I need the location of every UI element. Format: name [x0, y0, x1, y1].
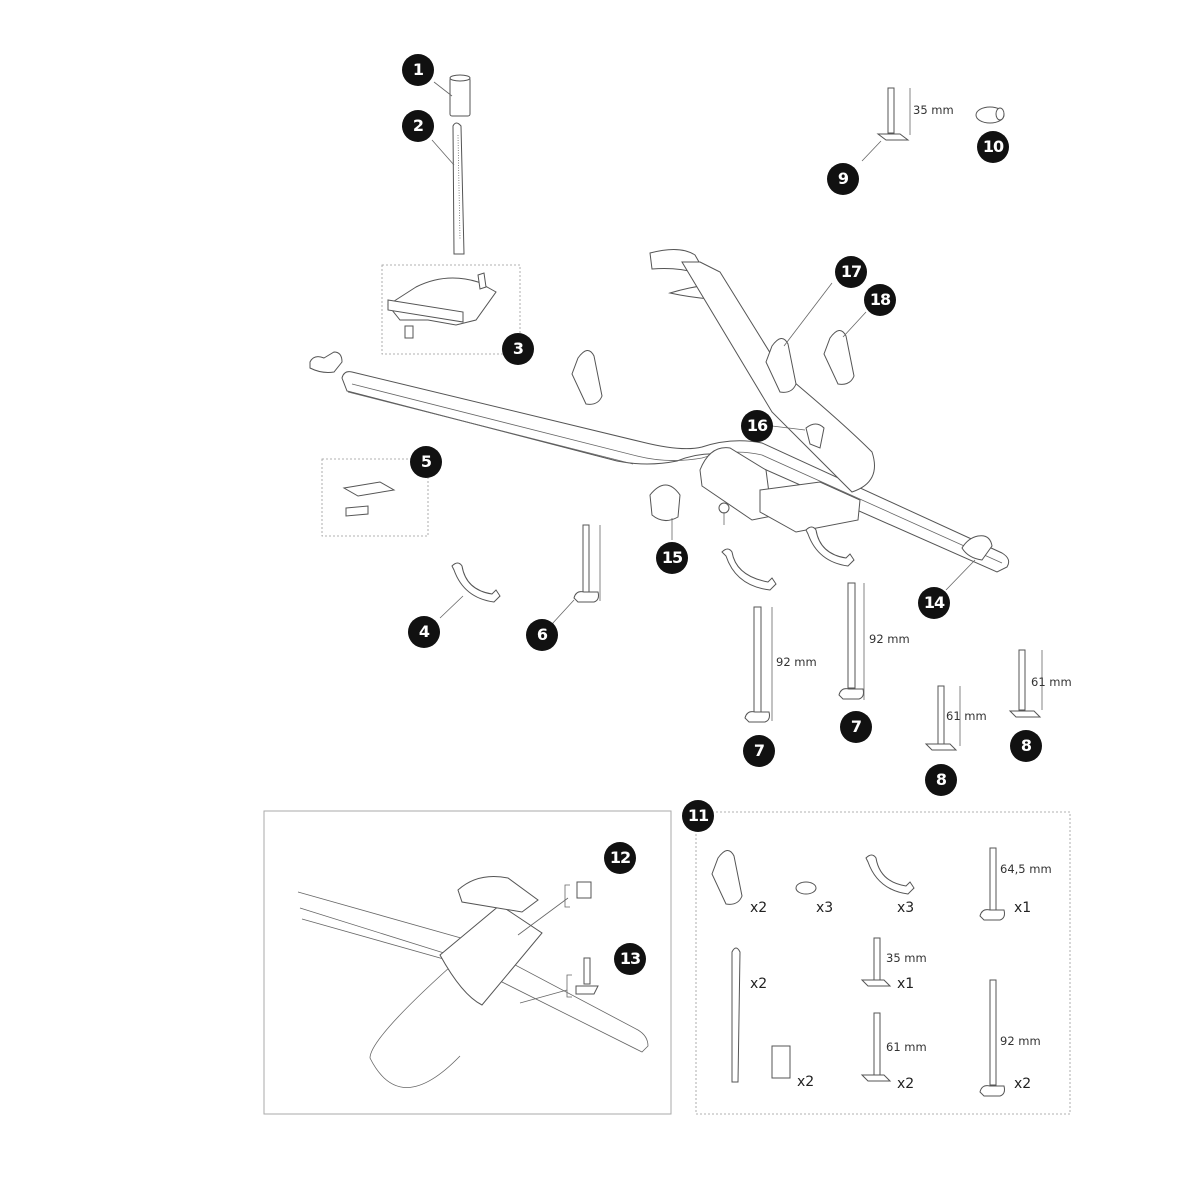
kit-sleeve — [771, 1045, 791, 1079]
kit-qty-bolt-64: x1 — [1014, 900, 1032, 916]
end-cap-left — [309, 351, 343, 373]
kit-qty-barrel-nut: x3 — [816, 900, 834, 916]
callout-8b: 8 — [1010, 730, 1042, 762]
dim-label-8a: 61 mm — [946, 709, 987, 723]
kit-bolt-64 — [979, 847, 1005, 921]
part-14-end-cap — [945, 535, 993, 591]
part-2-strap — [431, 122, 465, 255]
callout-4: 4 — [408, 616, 440, 648]
callout-3: 3 — [502, 333, 534, 365]
kit-dim-35: 35 mm — [886, 951, 927, 965]
callout-13: 13 — [614, 943, 646, 975]
part-1-sleeve — [433, 74, 471, 117]
detail-inset — [263, 810, 672, 1115]
part-5-adapter-set — [321, 458, 429, 537]
kit-arm-clamp — [711, 850, 743, 905]
kit-barrel-nut — [795, 881, 817, 895]
part-4-strap-bracket — [439, 562, 501, 619]
callout-14: 14 — [918, 587, 950, 619]
dim-label-9: 35 mm — [913, 103, 954, 117]
callout-7a: 7 — [743, 735, 775, 767]
part-10-barrel-nut — [975, 106, 1005, 124]
strap-bracket-2 — [805, 526, 855, 567]
part-8-t-bolt-b — [1008, 649, 1043, 718]
kit-ratchet-strap — [731, 947, 741, 1083]
part-7-t-bolt-b — [838, 582, 865, 700]
kit-dim-64: 64,5 mm — [1000, 862, 1052, 876]
kit-dim-61: 61 mm — [886, 1040, 927, 1054]
callout-12: 12 — [604, 842, 636, 874]
dim-label-8b: 61 mm — [1031, 675, 1072, 689]
dim-label-7a: 92 mm — [776, 655, 817, 669]
part-7-t-bolt-a — [744, 606, 773, 723]
kit-bolt-92 — [979, 979, 1005, 1097]
callout-8a: 8 — [925, 764, 957, 796]
part-16-bracket — [771, 423, 825, 449]
kit-qty-arm-clamp: x2 — [750, 900, 768, 916]
kit-dim-92: 92 mm — [1000, 1034, 1041, 1048]
callout-10: 10 — [977, 131, 1009, 163]
callout-17: 17 — [835, 256, 867, 288]
main-rail — [341, 371, 1010, 573]
part-17-frame-arm — [649, 249, 875, 493]
dim-label-7b: 92 mm — [869, 632, 910, 646]
callout-16: 16 — [741, 410, 773, 442]
part-6-t-bolt — [551, 524, 601, 625]
kit-qty-bolt-35: x1 — [897, 976, 915, 992]
kit-qty-ratchet-strap: x2 — [750, 976, 768, 992]
kit-qty-bolt-92: x2 — [1014, 1076, 1032, 1092]
callout-18: 18 — [864, 284, 896, 316]
part-18-arm-clamp — [823, 311, 867, 385]
kit-11-box — [695, 811, 1071, 1115]
kit-bolt-35 — [860, 937, 892, 987]
callout-15: 15 — [656, 542, 688, 574]
callout-9: 9 — [827, 163, 859, 195]
part-8-t-bolt-a — [924, 685, 961, 751]
kit-strap-bracket — [865, 854, 915, 895]
callout-6: 6 — [526, 619, 558, 651]
callout-5: 5 — [410, 446, 442, 478]
kit-qty-sleeve: x2 — [797, 1074, 815, 1090]
callout-11: 11 — [682, 800, 714, 832]
kit-bolt-61 — [860, 1012, 892, 1082]
part-9-t-bolt — [861, 87, 911, 162]
kit-qty-bolt-61: x2 — [897, 1076, 915, 1092]
callout-7b: 7 — [840, 711, 872, 743]
callout-1: 1 — [402, 54, 434, 86]
part-15-knob — [649, 484, 681, 540]
strap-bracket-1 — [721, 548, 777, 591]
kit-qty-strap-bracket: x3 — [897, 900, 915, 916]
wheel-lock-mechanism — [699, 447, 861, 533]
callout-2: 2 — [402, 110, 434, 142]
arm-clamp-loose — [571, 350, 603, 405]
part-3-wheel-tray — [381, 264, 521, 355]
